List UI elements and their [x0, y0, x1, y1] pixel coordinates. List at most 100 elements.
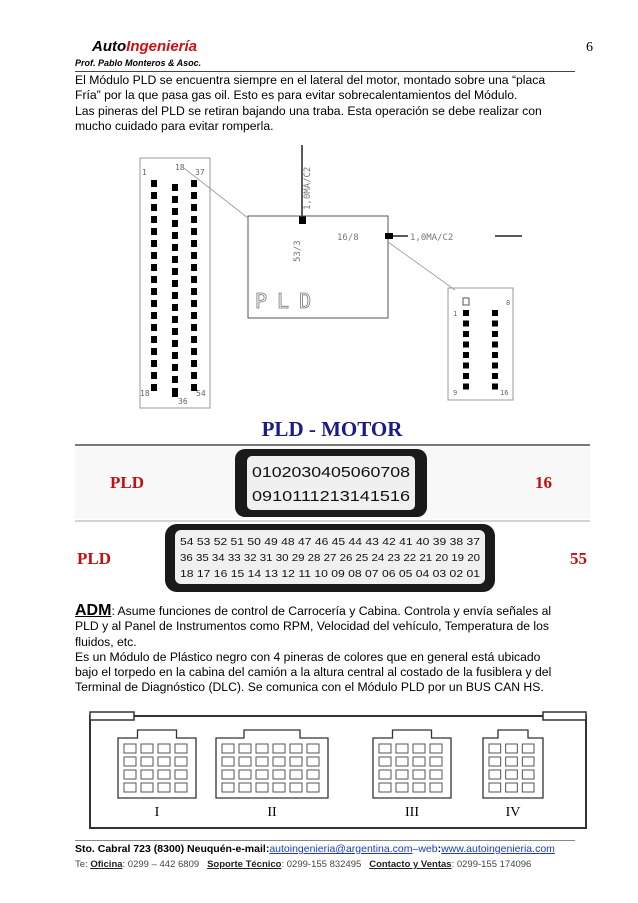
adm-pin: [157, 782, 171, 793]
connector-pin: [463, 341, 469, 348]
adm-label: ADM: [75, 602, 112, 619]
connector-pin: [191, 216, 197, 223]
footer-web-link[interactable]: www.autoingenieria.com: [441, 843, 555, 855]
connector-pin: [151, 288, 157, 295]
adm-line-2: PLD y al Panel de Instrumentos como RPM,…: [75, 619, 549, 634]
intro-line-1: El Módulo PLD se encuentra siempre en el…: [75, 73, 546, 87]
connector-pin: [172, 364, 178, 371]
adm-pin: [140, 743, 154, 754]
footer-tel-prefix: Te:: [75, 859, 88, 870]
adm-pin: [429, 769, 443, 780]
connector-pin: [151, 204, 157, 211]
connector-pin: [151, 228, 157, 235]
row1-pld-label: PLD: [110, 473, 144, 492]
adm-pin: [272, 782, 286, 793]
adm-pin: [174, 756, 188, 767]
left-bot-36: 36: [178, 397, 188, 406]
header-divider: [75, 71, 575, 72]
adm-pin: [255, 782, 269, 793]
brand-logo: AutoIngeniería: [92, 38, 197, 55]
footer-oficina-label: Oficina: [90, 859, 123, 870]
adm-pin: [174, 769, 188, 780]
footer-contact-line: Sto. Cabral 723 (8300) Neuquén-e-mail:au…: [75, 843, 555, 855]
adm-pin: [488, 782, 502, 793]
connector-pin: [191, 180, 197, 187]
left-bot-18: 18: [140, 389, 150, 398]
adm-pin: [412, 743, 426, 754]
row2-pin-count: 55: [570, 549, 587, 568]
adm-pin: [378, 743, 392, 754]
adm-pin: [289, 743, 303, 754]
adm-pin: [521, 769, 535, 780]
adm-connector-outline: [372, 729, 452, 799]
adm-pin: [378, 756, 392, 767]
left-connector-pins: [151, 180, 197, 397]
adm-pin: [395, 769, 409, 780]
connector-pin: [463, 310, 469, 316]
connector-pin: [151, 216, 157, 223]
adm-pin: [505, 756, 518, 767]
connector-pin: [151, 192, 157, 199]
adm-line-1: ADM: Asume funciones de control de Carro…: [75, 602, 552, 619]
pld-box-label: PLD: [255, 289, 321, 313]
connector-pin: [172, 268, 178, 275]
connector-pin: [191, 204, 197, 211]
connector-pin: [191, 336, 197, 343]
right-bot-9: 9: [453, 389, 457, 397]
adm-pin: [140, 782, 154, 793]
intro-line-2: Fría” por la que pasa gas oil. Esto es p…: [75, 88, 518, 103]
adm-pin: [238, 756, 252, 767]
connector-pin: [172, 352, 178, 359]
connector-pin: [492, 320, 498, 327]
adm-pin: [123, 756, 137, 767]
connector-pin: [492, 373, 498, 379]
adm-pin: [255, 769, 269, 780]
author-line: Prof. Pablo Monteros & Asoc.: [75, 58, 202, 68]
adm-pin: [123, 782, 137, 793]
adm-pin: [221, 743, 235, 754]
left-top-18: 18: [175, 163, 185, 172]
adm-line-6: Terminal de Diagnóstico (DLC). Se comuni…: [75, 680, 544, 695]
connector-pin: [151, 300, 157, 307]
footer-address: Sto. Cabral 723 (8300) Neuquén-e-mail: [75, 843, 266, 855]
adm-connector-outline: [482, 729, 544, 799]
connector-pin: [151, 372, 157, 379]
connector-pin: [172, 390, 178, 397]
connector-pin: [492, 310, 498, 316]
adm-pin: [123, 769, 137, 780]
adm-paragraph: ADM: Asume funciones de control de Carro…: [75, 603, 580, 696]
adm-connector-label: III: [405, 805, 419, 820]
connector-pin: [191, 252, 197, 259]
footer-web-label: –web: [412, 843, 438, 855]
connector-pin: [151, 276, 157, 283]
connector-pin: [191, 360, 197, 367]
right-bot-16: 16: [500, 389, 508, 397]
row2-pld-label: PLD: [77, 549, 111, 568]
adm-pin: [306, 769, 320, 780]
footer-email-link[interactable]: autoingenieria@argentina.com: [269, 843, 413, 855]
connector-pin: [492, 352, 498, 358]
row2-line-2: 36 35 34 33 32 31 30 29 28 27 26 25 24 2…: [180, 552, 480, 564]
adm-pin: [289, 769, 303, 780]
connector-pin: [172, 220, 178, 227]
adm-pin: [306, 782, 320, 793]
adm-pin: [378, 769, 392, 780]
connector-pin: [191, 276, 197, 283]
pld-pinout-diagram: 1 18 37 18 36 54 1,0MA/C2 53/3 PLD 16/8 …: [139, 145, 522, 409]
connector-pin: [191, 228, 197, 235]
right-top-8: 8: [506, 299, 510, 307]
connector-pin: [463, 352, 469, 358]
connector-pin: [151, 336, 157, 343]
adm-pin: [395, 782, 409, 793]
adm-pin: [505, 769, 518, 780]
row1-top-pins: 0102030405060708: [252, 465, 410, 481]
intro-line-3: Las pineras del PLD se retiran bajando u…: [75, 103, 542, 118]
footer-contacto-label: Contacto y Ventas: [369, 859, 452, 870]
adm-pin: [521, 756, 535, 767]
adm-pin: [123, 743, 137, 754]
connector-pin: [151, 312, 157, 319]
adm-pin: [306, 743, 320, 754]
adm-pin: [378, 782, 392, 793]
connector-pin: [172, 292, 178, 299]
